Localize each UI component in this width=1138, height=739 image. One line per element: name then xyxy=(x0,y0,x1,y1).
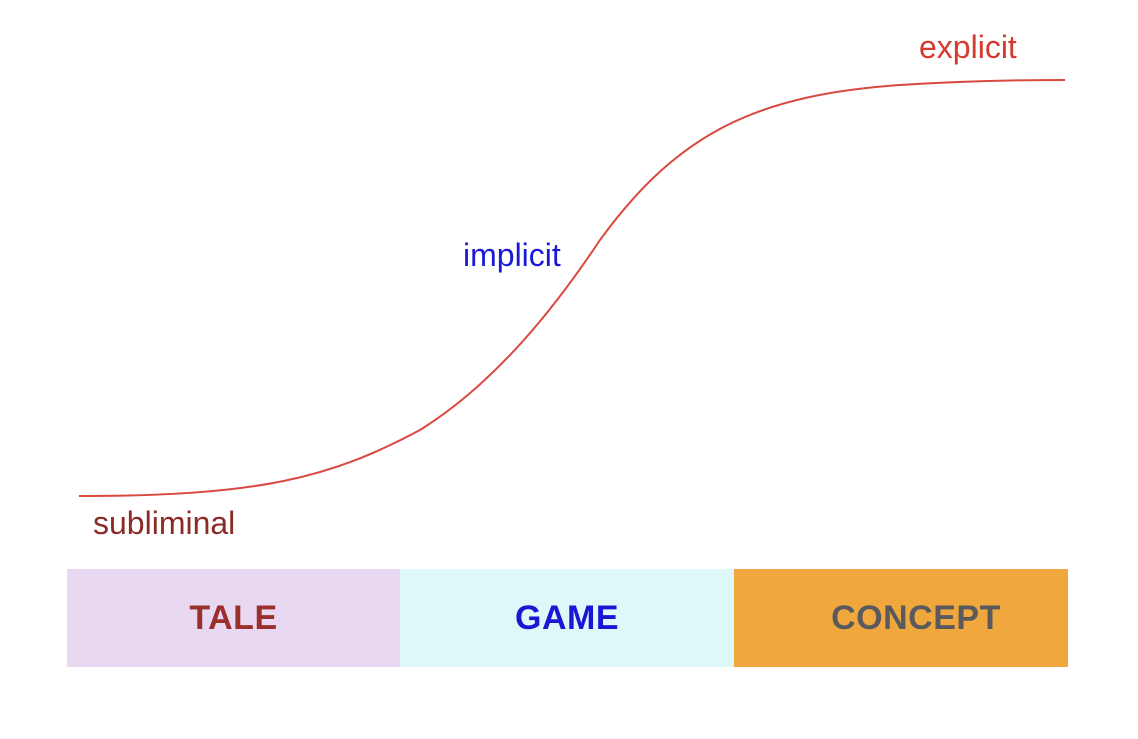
concept-band: CONCEPT xyxy=(734,569,1068,667)
implicit-label: implicit xyxy=(463,237,561,273)
explicit-label: explicit xyxy=(919,29,1017,65)
category-bands: TALE GAME CONCEPT xyxy=(67,569,1068,667)
game-band: GAME xyxy=(400,569,734,667)
s-curve-line xyxy=(78,79,1066,497)
tale-band: TALE xyxy=(67,569,400,667)
subliminal-label: subliminal xyxy=(93,505,236,541)
